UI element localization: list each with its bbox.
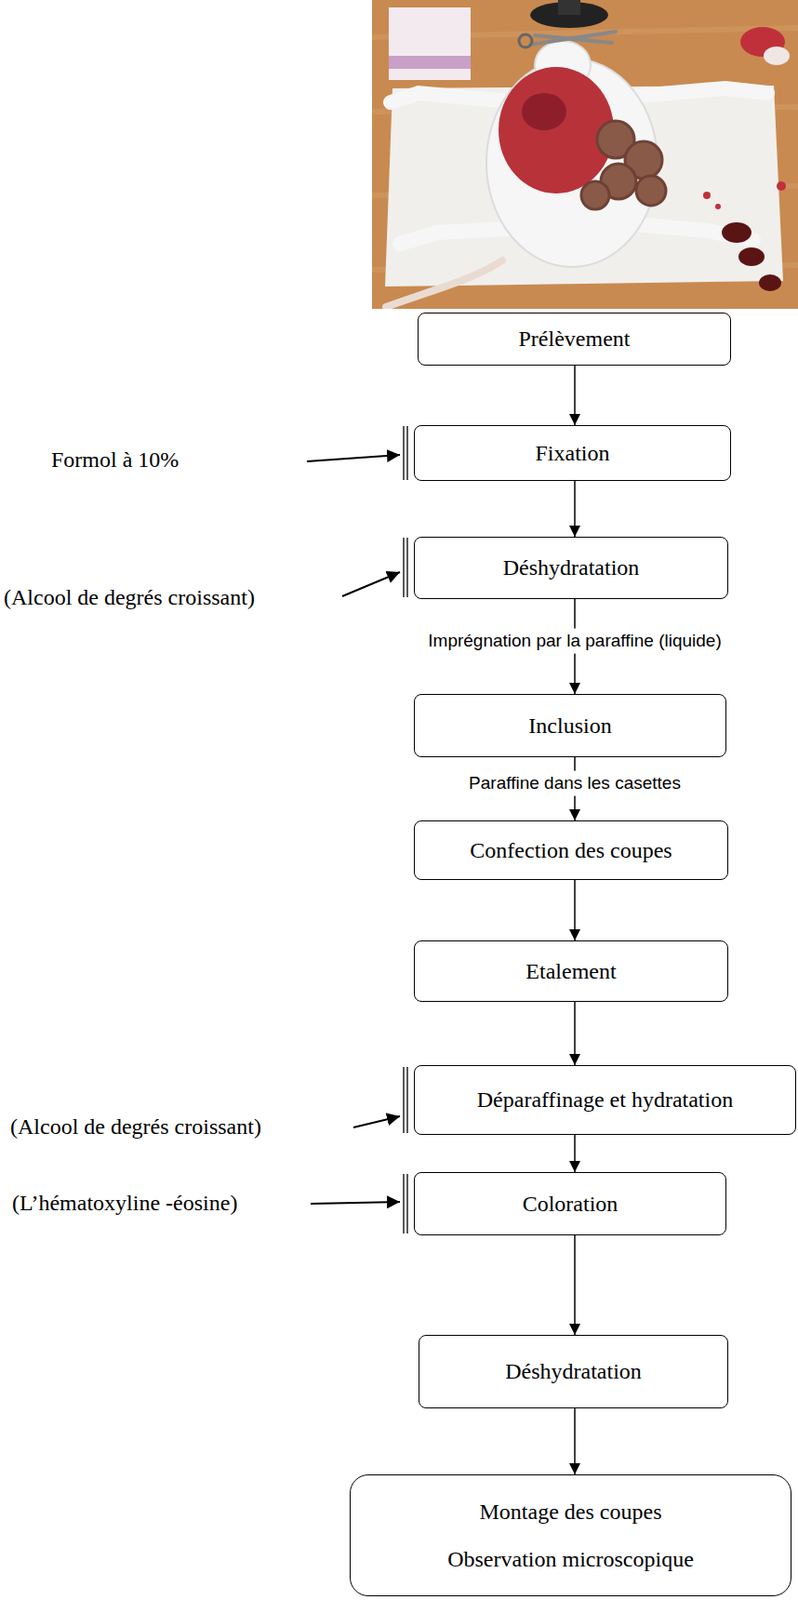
reagent-label: (L’hématoxyline -éosine) <box>12 1189 238 1217</box>
process-box: Montage des coupesObservation microscopi… <box>349 1474 792 1596</box>
process-box: Etalement <box>413 940 729 1002</box>
step-text: Montage des coupes <box>479 1498 663 1526</box>
flow-arrow <box>573 1408 576 1475</box>
process-box: Coloration <box>413 1171 727 1236</box>
step-text: Confection des coupes <box>469 837 672 865</box>
process-box: Prélèvement <box>417 312 732 366</box>
step-text: Etalement <box>525 957 616 985</box>
step-text: Fixation <box>534 439 610 467</box>
step-text: Déshydratation <box>503 554 640 582</box>
step-text: Déshydratation <box>505 1357 642 1385</box>
step-text: Inclusion <box>528 712 612 740</box>
process-box: Déshydratation <box>413 536 729 599</box>
dissection-photo <box>372 0 798 309</box>
flow-arrow <box>573 480 576 537</box>
step-text: Observation microscopique <box>447 1545 694 1573</box>
arrow-label: Imprégnation par la paraffine (liquide) <box>424 628 725 654</box>
arrow-label: Paraffine dans les casettes <box>465 771 685 797</box>
process-box: Déparaffinage et hydratation <box>413 1064 797 1135</box>
step-text: Prélèvement <box>518 325 631 353</box>
reagent-label: (Alcool de degrés croissant) <box>10 1113 262 1141</box>
flow-arrow <box>573 365 576 426</box>
step-text: Coloration <box>522 1190 619 1218</box>
flow-arrow <box>573 879 576 941</box>
process-box: Déshydratation <box>418 1334 729 1409</box>
flow-arrow <box>573 1001 576 1065</box>
process-box: Confection des coupes <box>413 820 729 880</box>
process-box: Inclusion <box>413 693 727 758</box>
reagent-label: (Alcool de degrés croissant) <box>3 584 255 612</box>
flow-arrow <box>573 1134 576 1172</box>
flow-arrow <box>573 1235 576 1335</box>
reagent-label: Formol à 10% <box>51 446 179 474</box>
step-text: Déparaffinage et hydratation <box>477 1086 733 1114</box>
process-box: Fixation <box>413 425 732 481</box>
